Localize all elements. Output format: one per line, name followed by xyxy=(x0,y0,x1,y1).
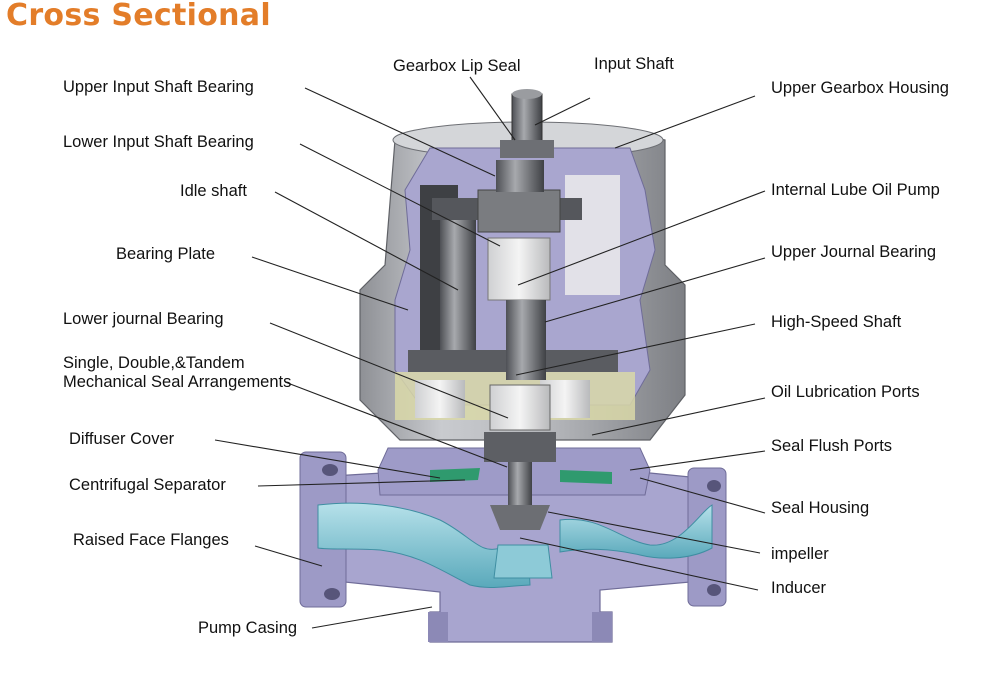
label-upper-gearbox-housing: Upper Gearbox Housing xyxy=(771,79,949,97)
label-inducer: Inducer xyxy=(771,579,827,597)
label-mechanical-seal-arrangements: Single, Double,&Tandem Mechanical Seal A… xyxy=(63,354,292,391)
label-seal-housing: Seal Housing xyxy=(771,499,870,517)
label-upper-input-shaft-bearing: Upper Input Shaft Bearing xyxy=(63,78,254,96)
label-seal-flush-ports: Seal Flush Ports xyxy=(771,437,893,455)
internal-components xyxy=(408,160,620,530)
label-oil-lubrication-ports: Oil Lubrication Ports xyxy=(771,383,920,401)
input-shaft-shape xyxy=(500,89,554,158)
page-title: Cross Sectional xyxy=(6,0,271,33)
label-lower-input-shaft-bearing: Lower Input Shaft Bearing xyxy=(63,133,254,151)
label-input-shaft: Input Shaft xyxy=(594,55,674,73)
label-centrifugal-separator: Centrifugal Separator xyxy=(69,476,226,494)
label-internal-lube-oil-pump: Internal Lube Oil Pump xyxy=(771,181,940,199)
fluid-passages xyxy=(317,502,713,588)
label-diffuser-cover: Diffuser Cover xyxy=(69,430,175,448)
label-upper-journal-bearing: Upper Journal Bearing xyxy=(771,243,937,261)
label-pump-casing: Pump Casing xyxy=(198,619,298,637)
label-raised-face-flanges: Raised Face Flanges xyxy=(73,531,229,549)
label-idle-shaft: Idle shaft xyxy=(180,182,247,200)
leader-lines xyxy=(214,76,766,629)
label-gearbox-lip-seal: Gearbox Lip Seal xyxy=(393,57,521,75)
label-bearing-plate: Bearing Plate xyxy=(116,245,216,263)
label-impeller: impeller xyxy=(771,545,829,563)
label-high-speed-shaft: High-Speed Shaft xyxy=(771,313,902,331)
label-lower-journal-bearing: Lower journal Bearing xyxy=(63,310,224,328)
